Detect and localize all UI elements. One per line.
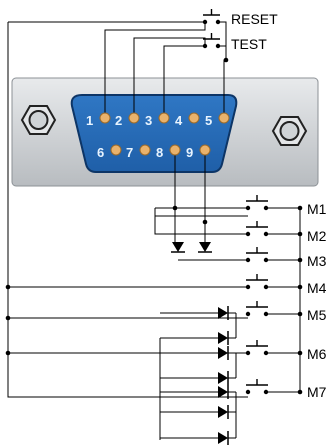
button-m1 (245, 195, 269, 211)
wire-reset-return (218, 21, 227, 60)
dsub9-connector (11, 77, 319, 187)
diode-m7-0 (218, 385, 229, 399)
pin-contact-4 (188, 112, 200, 124)
pin-number-6: 6 (97, 145, 104, 160)
test-button (202, 33, 221, 49)
button-m2-terminal-a (245, 231, 251, 237)
diode-m3-b-body (199, 242, 211, 252)
pin-number-4: 4 (175, 113, 183, 128)
mounting-hole-right (271, 116, 308, 146)
wire-pin2-test (133, 37, 206, 118)
pushbuttons (202, 9, 269, 395)
button-m5-terminal-b (263, 311, 269, 317)
mounting-hole-left (20, 105, 57, 135)
wire-pin1-reset (104, 22, 206, 118)
reset-button-terminal-a (202, 19, 208, 25)
left-common-rail (7, 22, 248, 398)
button-m3 (245, 247, 269, 263)
button-m1-terminal-a (245, 205, 251, 211)
diode-m5-0 (218, 306, 229, 320)
connector-pins (99, 112, 230, 156)
button-m6-terminal-b (263, 350, 269, 356)
diode-m6-1 (218, 371, 229, 385)
pin-contact-8 (169, 144, 181, 156)
button-m5 (245, 301, 269, 317)
pin-number-3: 3 (145, 113, 152, 128)
pin-number-1: 1 (86, 113, 93, 128)
button-m5-terminal-a (245, 311, 251, 317)
reset-button-terminal-b (215, 19, 221, 25)
test-button-terminal-a (202, 43, 208, 49)
pin-contact-2 (128, 112, 140, 124)
pin-number-5: 5 (205, 113, 212, 128)
pin-number-9: 9 (186, 145, 193, 160)
junction-m6 (5, 350, 11, 356)
pin-contact-1 (99, 112, 111, 124)
feed-m2 (154, 208, 248, 235)
test-label: TEST (231, 36, 267, 52)
pin-number-8: 8 (156, 145, 163, 160)
diode-m5-1 (218, 331, 229, 345)
diode-m5-0-body (218, 307, 228, 319)
button-m7-terminal-a (245, 389, 251, 395)
diode-m3-a (171, 242, 185, 253)
button-m2-terminal-b (263, 231, 269, 237)
button-m7 (245, 379, 269, 395)
diode-m7-1-body (218, 406, 228, 418)
pin-number-2: 2 (115, 113, 122, 128)
pin-contact-9 (199, 144, 211, 156)
pin-number-7: 7 (126, 145, 133, 160)
diode-m6-0-body (218, 347, 228, 359)
output-label-m6: M6 (307, 346, 327, 362)
output-label-m4: M4 (307, 280, 327, 296)
test-button-terminal-b (215, 43, 221, 49)
output-label-m5: M5 (307, 307, 327, 323)
button-m1-terminal-b (263, 205, 269, 211)
button-m2 (245, 221, 269, 237)
pin-contact-5 (218, 112, 230, 124)
junction-m4 (5, 284, 11, 290)
diode-m6-0 (218, 346, 229, 360)
pin-contact-6 (110, 144, 122, 156)
wire-pin3-test (163, 45, 205, 118)
button-m7-terminal-b (263, 389, 269, 395)
button-m4-terminal-a (245, 284, 251, 290)
junction-pin5 (223, 57, 229, 63)
reset-label: RESET (231, 11, 278, 27)
diode-m7-2-body (218, 432, 228, 444)
button-m4-terminal-b (263, 284, 269, 290)
button-m6-terminal-a (245, 350, 251, 356)
diode-m7-0-body (218, 386, 228, 398)
diode-m7-2 (218, 431, 229, 445)
wiring (5, 21, 303, 440)
button-m3-terminal-b (263, 257, 269, 263)
diode-m7-1 (218, 405, 229, 419)
button-m6 (245, 340, 269, 356)
diodes (171, 242, 229, 445)
diode-m5-1-body (218, 332, 228, 344)
diode-m6-1-body (218, 372, 228, 384)
connector-face (70, 94, 238, 173)
pin-contact-3 (158, 112, 170, 124)
diode-m3-b (198, 242, 212, 253)
output-label-m7: M7 (307, 384, 327, 400)
button-m3-terminal-a (245, 257, 251, 263)
output-label-m1: M1 (307, 201, 327, 217)
junction-m5 (5, 315, 11, 321)
reset-button (202, 9, 221, 25)
output-label-m3: M3 (307, 253, 327, 269)
button-m4 (245, 274, 269, 290)
pin-contact-7 (139, 144, 151, 156)
diode-m3-a-body (172, 242, 184, 252)
output-label-m2: M2 (307, 228, 327, 244)
